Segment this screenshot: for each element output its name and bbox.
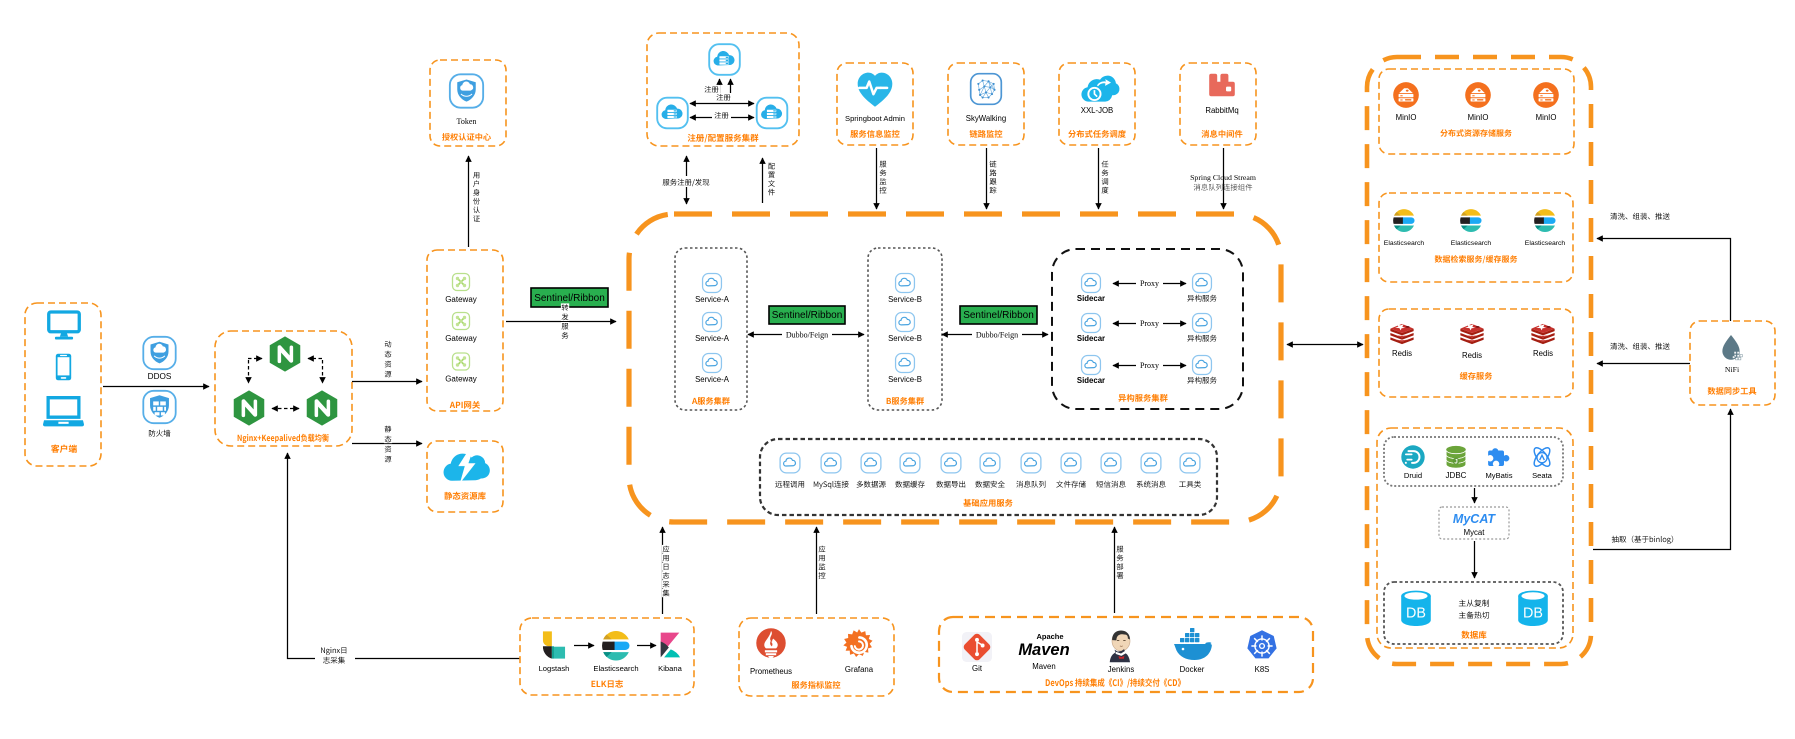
svg-text:Mycat: Mycat	[1464, 528, 1486, 537]
svg-text:XXL-JOB: XXL-JOB	[1081, 106, 1114, 115]
svg-text:Spring Cloud Stream: Spring Cloud Stream	[1190, 173, 1256, 182]
svg-text:Prometheus: Prometheus	[750, 667, 792, 676]
svg-text:Proxy: Proxy	[1140, 279, 1159, 288]
svg-text:Apache: Apache	[1036, 632, 1063, 641]
svg-text:Proxy: Proxy	[1140, 319, 1159, 328]
svg-text:DB: DB	[1523, 605, 1543, 621]
svg-text:Elasticsearch: Elasticsearch	[1451, 240, 1492, 247]
svg-text:Elasticsearch: Elasticsearch	[1384, 240, 1425, 247]
svg-text:MinIO: MinIO	[1468, 113, 1489, 122]
svg-text:Sidecar: Sidecar	[1077, 334, 1105, 343]
svg-text:NiFi: NiFi	[1725, 365, 1740, 374]
svg-text:Gateway: Gateway	[445, 295, 477, 304]
svg-text:Dubbo/Feign: Dubbo/Feign	[976, 331, 1018, 340]
svg-text:MyBatis: MyBatis	[1485, 471, 1512, 480]
svg-text:J: J	[1454, 459, 1457, 465]
svg-text:DB: DB	[1406, 605, 1426, 621]
svg-text:Sentinel/Ribbon: Sentinel/Ribbon	[534, 293, 605, 304]
svg-text:Sidecar: Sidecar	[1077, 294, 1105, 303]
svg-text:Kibana: Kibana	[658, 664, 682, 673]
svg-text:K8S: K8S	[1255, 665, 1270, 674]
svg-text:Service-A: Service-A	[695, 375, 730, 384]
svg-text:Git: Git	[972, 664, 983, 673]
svg-text:Service-B: Service-B	[888, 295, 922, 304]
svg-text:Docker: Docker	[1180, 665, 1205, 674]
svg-text:MinIO: MinIO	[1396, 113, 1417, 122]
svg-text:Gateway: Gateway	[445, 334, 477, 343]
svg-text:Service-B: Service-B	[888, 375, 922, 384]
svg-text:DDOS: DDOS	[148, 372, 172, 381]
svg-text:Service-A: Service-A	[695, 334, 730, 343]
svg-text:Maven: Maven	[1032, 662, 1055, 671]
svg-text:Jenkins: Jenkins	[1108, 665, 1135, 674]
svg-text:Token: Token	[457, 117, 477, 126]
svg-text:Druid: Druid	[1404, 471, 1422, 480]
svg-text:Redis: Redis	[1392, 349, 1412, 358]
svg-text:MinIO: MinIO	[1536, 113, 1557, 122]
svg-text:SkyWalking: SkyWalking	[966, 114, 1006, 123]
svg-text:Sidecar: Sidecar	[1077, 376, 1105, 385]
svg-text:Sentinel/Ribbon: Sentinel/Ribbon	[963, 310, 1034, 321]
svg-text:Service-B: Service-B	[888, 334, 922, 343]
svg-text:Elasticsearch: Elasticsearch	[593, 664, 638, 673]
svg-text:Grafana: Grafana	[845, 665, 874, 674]
svg-text:RabbitMq: RabbitMq	[1205, 106, 1238, 115]
svg-text:Seata: Seata	[1532, 471, 1553, 480]
svg-text:JDBC: JDBC	[1446, 471, 1467, 480]
svg-text:Dubbo/Feign: Dubbo/Feign	[786, 331, 828, 340]
svg-text:Springboot Admin: Springboot Admin	[845, 114, 905, 123]
svg-text:Redis: Redis	[1462, 351, 1482, 360]
svg-text:Logstash: Logstash	[539, 664, 570, 673]
svg-text:Elasticsearch: Elasticsearch	[1525, 240, 1566, 247]
svg-text:Sentinel/Ribbon: Sentinel/Ribbon	[772, 310, 843, 321]
svg-text:Redis: Redis	[1533, 349, 1553, 358]
svg-text:MyCAT: MyCAT	[1453, 512, 1496, 526]
svg-text:Maven: Maven	[1018, 641, 1069, 659]
svg-text:Proxy: Proxy	[1140, 361, 1159, 370]
svg-text:Service-A: Service-A	[695, 295, 730, 304]
svg-text:Gateway: Gateway	[445, 375, 477, 384]
